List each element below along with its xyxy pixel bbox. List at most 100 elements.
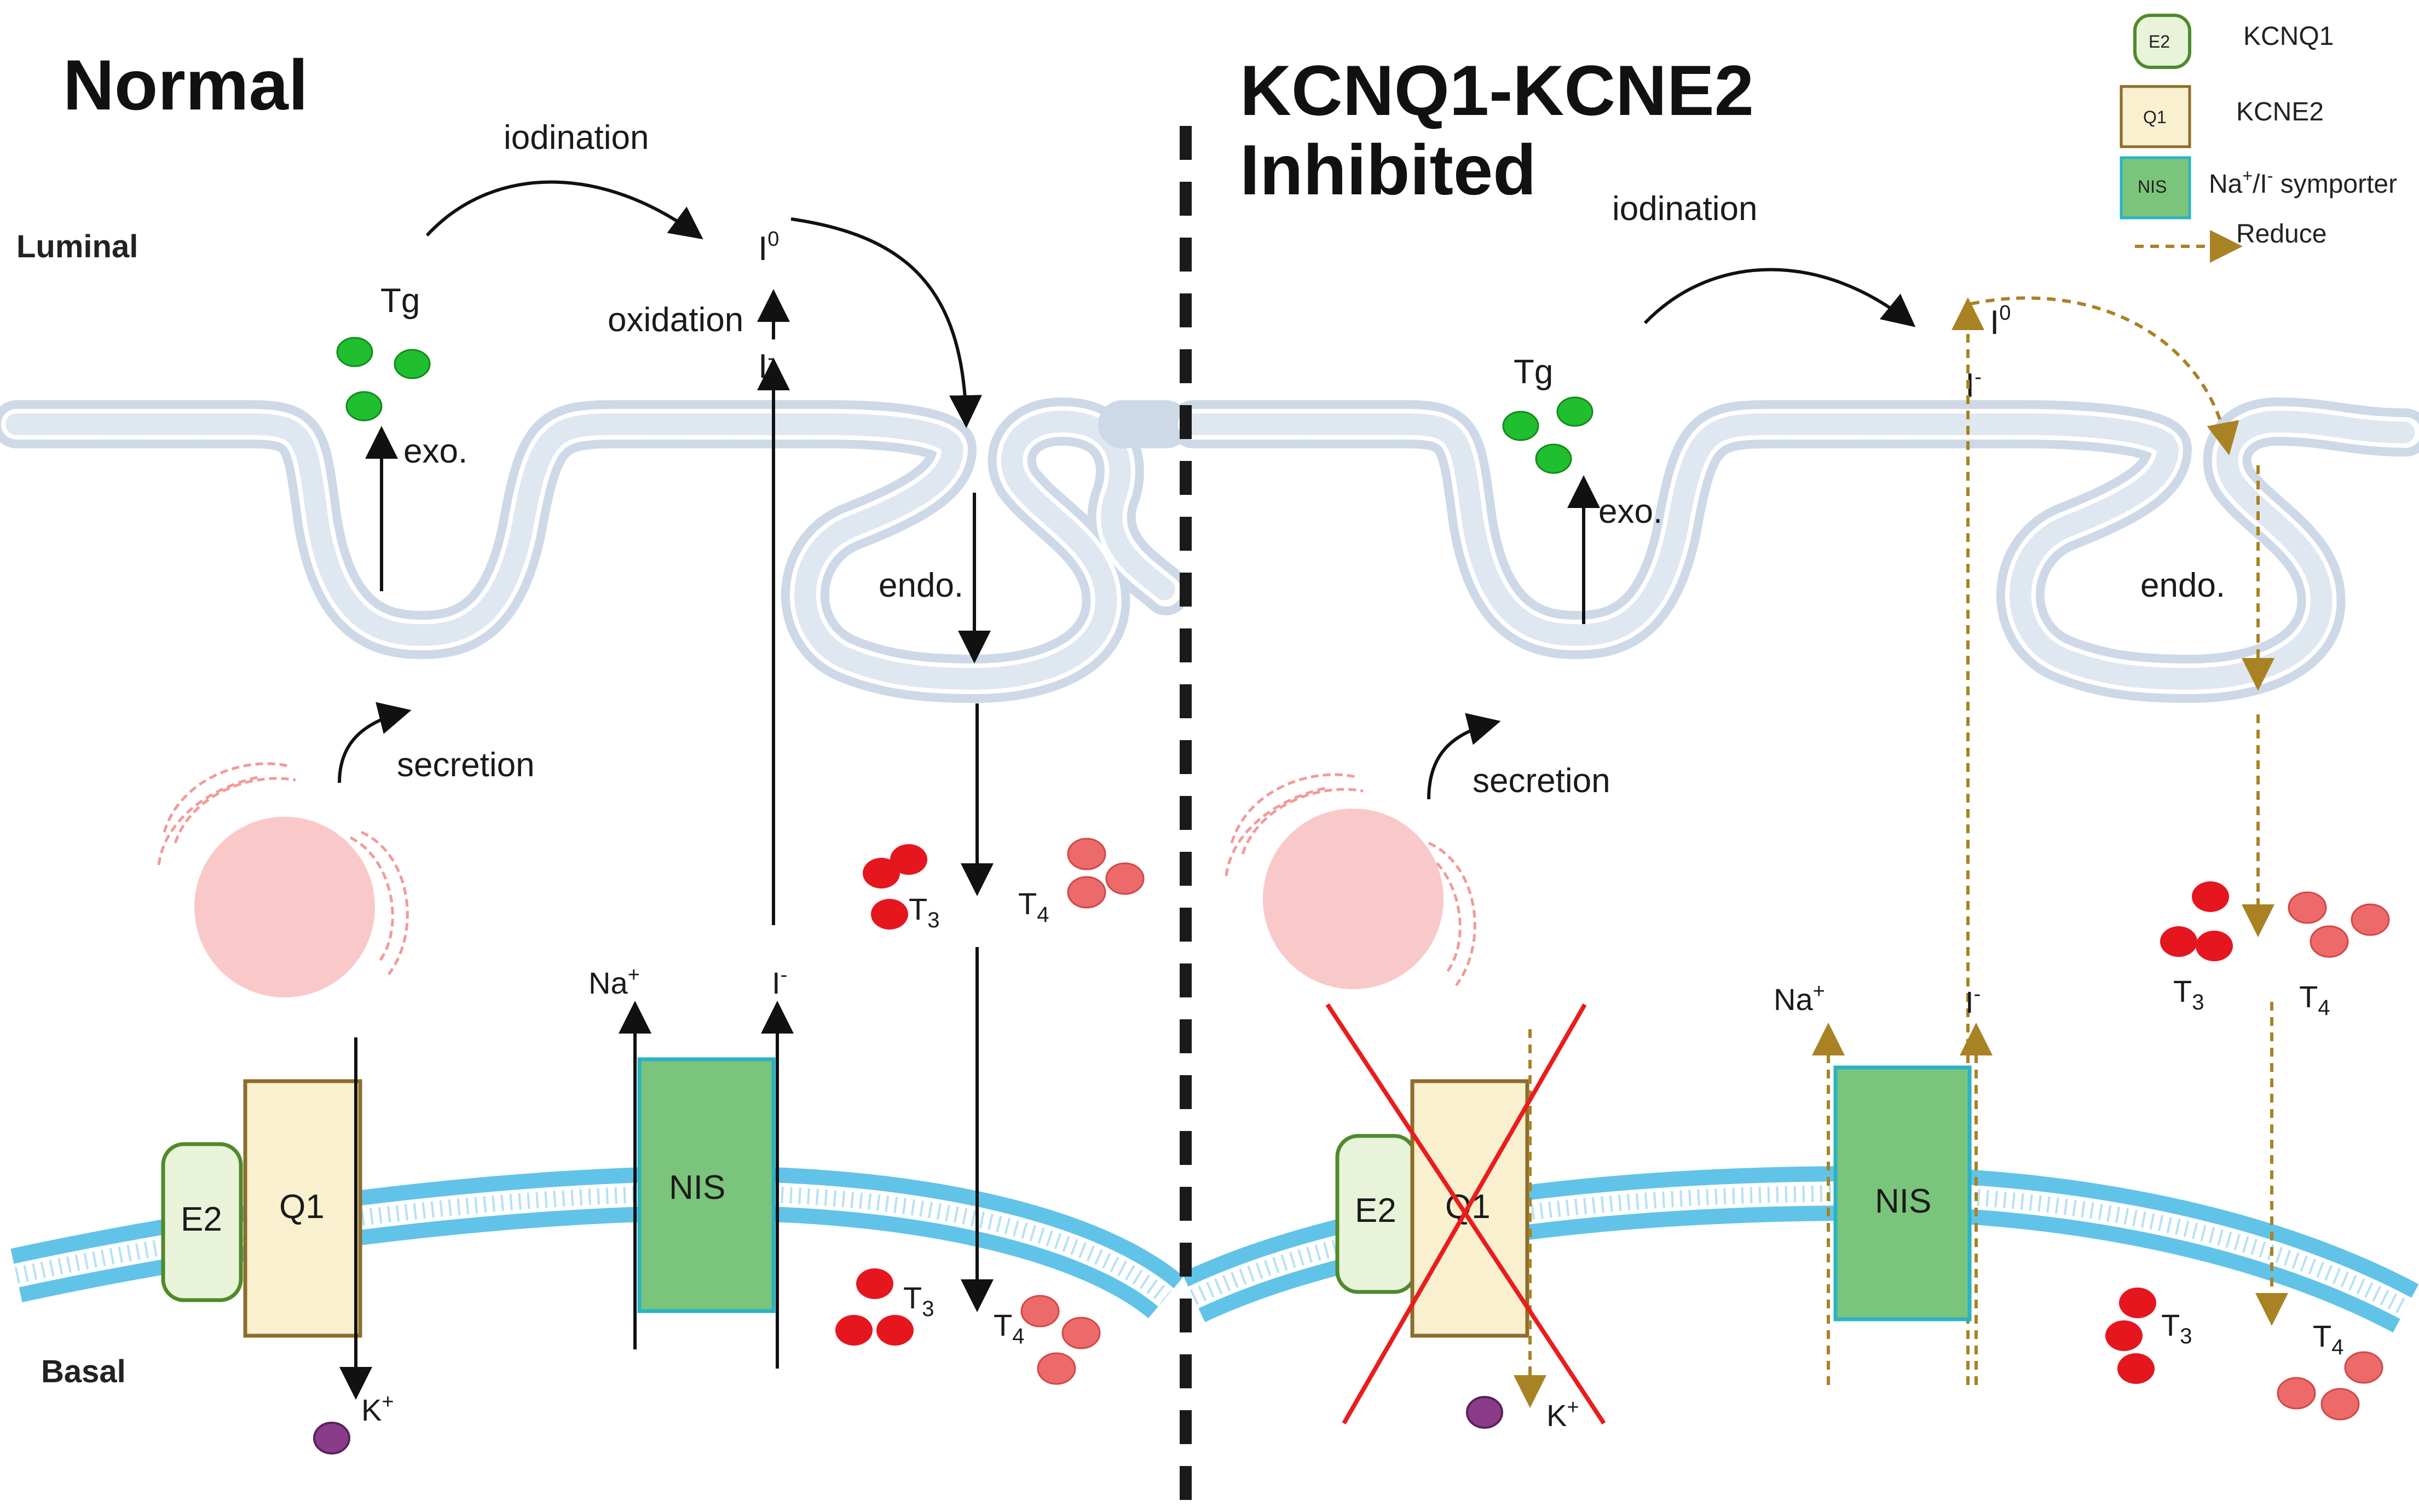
iodination-label-right: iodination — [1612, 190, 1757, 228]
t4-molecule — [1061, 1317, 1101, 1349]
exo-label: exo. — [403, 432, 467, 470]
golgi-vesicle — [157, 762, 409, 976]
right-title-line1: KCNQ1-KCNE2 — [1240, 50, 1754, 130]
t4-molecule — [2277, 1377, 2316, 1410]
endo-label-right: endo. — [2140, 567, 2225, 604]
t4-molecule — [1037, 1352, 1076, 1385]
iodination-arrow-right — [1643, 268, 1916, 327]
iodination-label: iodination — [504, 119, 649, 157]
iodide-basal-label-right: I- — [1965, 983, 1981, 1019]
t4-molecule — [2344, 1351, 2383, 1384]
k-ion-right — [1466, 1396, 1503, 1429]
left-panel: iodination I0 oxidation I- Tg exo. endo. — [157, 119, 1145, 1455]
legend-q1-text: KCNE2 — [2236, 97, 2324, 126]
t4-molecule — [2310, 925, 2349, 958]
apical-membrane — [0, 397, 2419, 703]
e2-label-right: E2 — [1355, 1192, 1396, 1230]
legend-q1-swatch — [2120, 85, 2191, 148]
t3-molecule — [876, 1315, 914, 1346]
legend-nis-swatch — [2120, 156, 2191, 220]
q1-label: Q1 — [279, 1188, 325, 1226]
luminal-label: Luminal — [16, 229, 138, 264]
endo-label: endo. — [879, 567, 963, 604]
t3-molecule — [2192, 881, 2229, 912]
t3-molecule — [2196, 931, 2233, 961]
nis-label-right: NIS — [1875, 1182, 1931, 1220]
t4-molecule — [1020, 1295, 1060, 1328]
left-title: Normal — [63, 45, 308, 125]
q1-subunit — [243, 1079, 362, 1338]
reduced-endocytosis-arrow — [1970, 296, 2239, 455]
t4-molecule — [2351, 903, 2390, 936]
t4-molecule — [2288, 891, 2327, 924]
secretion-arrow-right — [1427, 713, 1501, 800]
t3-molecule — [2105, 1320, 2143, 1351]
t3-molecule — [890, 844, 927, 875]
t4-label: T4 — [1018, 886, 1049, 927]
basal-membrane — [10, 1165, 2419, 1333]
t3-label-right: T3 — [2173, 974, 2204, 1014]
right-panel: iodination I0 I- Tg exo. endo. secretion — [1225, 190, 2390, 1433]
secretory-cell — [194, 817, 375, 997]
tg-molecule — [1502, 411, 1539, 441]
na-label-right: Na+ — [1774, 980, 1825, 1017]
t3-molecule — [2117, 1353, 2155, 1384]
iodination-arrow — [425, 180, 703, 240]
legend-nis-box-label: NIS — [2138, 177, 2167, 197]
t3-molecule — [2119, 1288, 2156, 1318]
tg-molecule — [394, 349, 431, 379]
right-title-line2: Inhibited — [1240, 130, 1537, 210]
t4-molecule — [1105, 862, 1145, 895]
legend-e2-swatch — [2133, 14, 2191, 69]
tg-label: Tg — [380, 282, 420, 320]
nis-label: NIS — [669, 1169, 725, 1207]
tg-molecule — [1535, 443, 1572, 474]
iodine-I0: I0 — [758, 228, 779, 268]
t3-molecule — [856, 1268, 893, 1299]
iodide-basal-label: I- — [772, 963, 787, 1000]
t3-molecule — [2160, 926, 2197, 957]
inhibition-cross — [1342, 1003, 1587, 1424]
exo-label-right: exo. — [1598, 493, 1662, 530]
secretion-arrow — [338, 702, 412, 783]
secretion-label: secretion — [397, 746, 535, 784]
t3-label-right-basal: T3 — [2161, 1308, 2192, 1348]
k-ion-label: K+ — [361, 1390, 394, 1427]
secretion-label-right: secretion — [1473, 762, 1610, 800]
legend-nis-text: Na+/I- symporter — [2209, 166, 2397, 199]
t3-label-basal: T3 — [903, 1280, 934, 1321]
t3-molecule — [871, 899, 908, 930]
tg-molecule — [336, 337, 373, 367]
tg-label-right: Tg — [1514, 353, 1553, 391]
oxidation-label: oxidation — [608, 301, 743, 339]
k-ion-label-right: K+ — [1546, 1396, 1579, 1433]
nis-transporter-right — [1833, 1065, 1972, 1321]
t4-molecule — [2320, 1388, 2360, 1421]
t4-label-right-basal: T4 — [2313, 1319, 2343, 1359]
legend: E2 KCNQ1 Q1 KCNE2 NIS Na+/I- symporter R… — [2120, 14, 2397, 263]
na-label: Na+ — [588, 963, 640, 1000]
t4-molecule — [1067, 876, 1106, 909]
e2-subunit — [161, 1142, 243, 1302]
endocytosis-arrow — [790, 217, 983, 428]
t3-label: T3 — [909, 892, 939, 932]
t4-label-right: T4 — [2299, 979, 2330, 1020]
basal-label: Basal — [41, 1354, 126, 1389]
e2-label: E2 — [181, 1201, 222, 1238]
tg-molecule — [345, 391, 383, 422]
t4-molecule — [1067, 838, 1106, 870]
t3-molecule — [835, 1315, 873, 1346]
k-ion — [313, 1422, 350, 1455]
tg-molecule — [1556, 396, 1594, 427]
legend-e2-box-label: E2 — [2149, 32, 2170, 51]
t3-molecule — [863, 858, 900, 888]
nis-transporter — [637, 1057, 776, 1313]
legend-reduce-text: Reduce — [2236, 220, 2326, 249]
legend-e2-text: KCNQ1 — [2243, 22, 2334, 51]
secretory-cell-right — [1263, 809, 1444, 989]
iodine-I0-right: I0 — [1990, 302, 2011, 342]
iodide-I-right: I- — [1965, 366, 1982, 405]
legend-q1-box-label: Q1 — [2143, 107, 2167, 127]
